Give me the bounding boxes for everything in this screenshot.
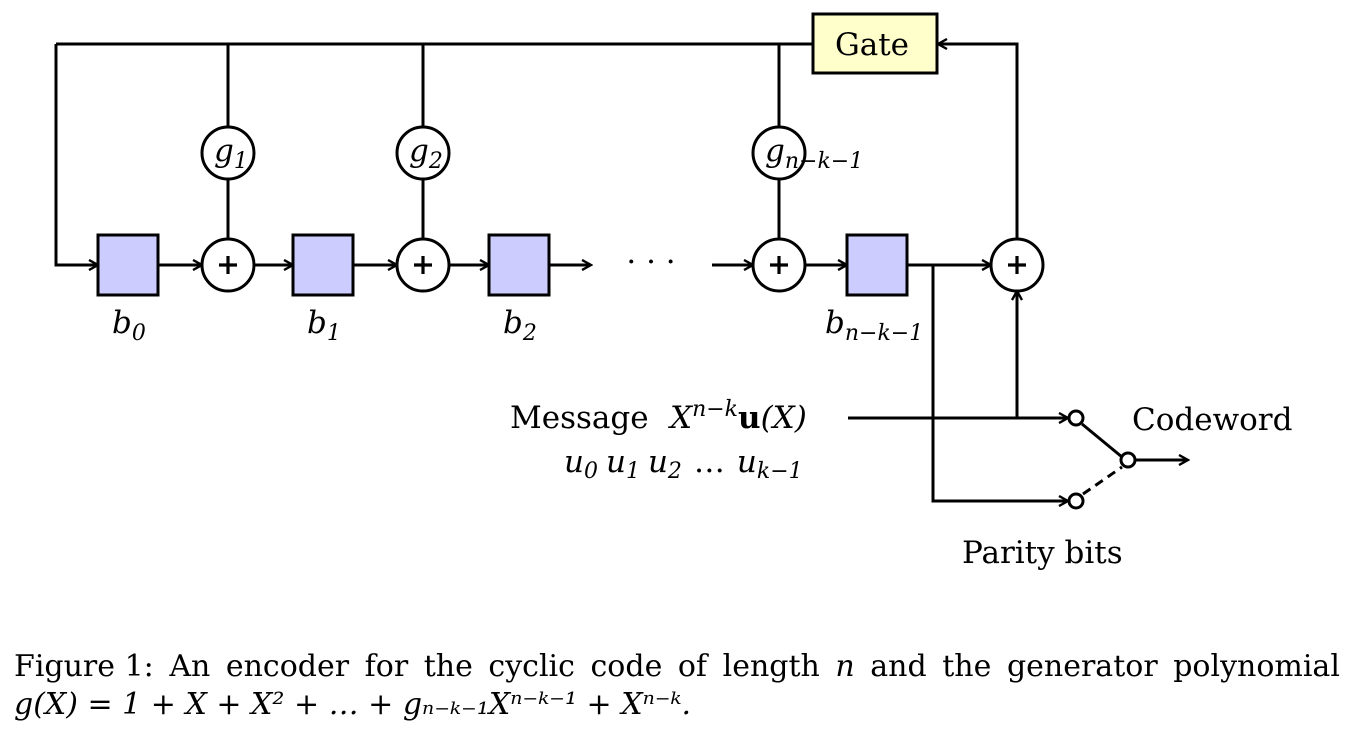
gate-label: Gate — [835, 27, 909, 63]
caption-word: and — [870, 649, 927, 684]
caption-word: polynomial — [1173, 649, 1340, 684]
caption-word: the — [423, 649, 473, 684]
register-label-b1: b1 — [307, 305, 341, 346]
register-label-bnk1: bn−k−1 — [825, 305, 923, 346]
multiplier-gnk1 — [751, 125, 807, 181]
io-wires — [848, 265, 1188, 501]
adder-2 — [395, 237, 451, 293]
codeword-label: Codeword — [1132, 402, 1292, 438]
caption-word: cyclic — [488, 649, 575, 684]
caption-lead: Figure 1: — [14, 649, 154, 684]
switch-pivot — [1119, 451, 1137, 469]
register-b1 — [291, 233, 355, 297]
caption-word: generator — [1006, 649, 1158, 684]
chain-ellipsis: · · · — [626, 244, 675, 280]
adder-output — [989, 237, 1045, 293]
register-label-b0: b0 — [112, 305, 146, 346]
register-bnk1 — [845, 233, 909, 297]
caption-word: for — [364, 649, 409, 684]
gate-box — [811, 12, 939, 75]
caption-line-1: Figure 1: An encoder for the cyclic code… — [14, 648, 1340, 686]
caption-word: length — [722, 649, 820, 684]
caption-word: the — [942, 649, 992, 684]
switch-contact-message — [1067, 409, 1085, 427]
message-polynomial: Xn−ku(X) — [668, 397, 807, 436]
caption-word: of — [677, 649, 708, 684]
caption-word: encoder — [225, 649, 350, 684]
caption-line-2: g(X) = 1 + X + X² + … + gₙ₋ₖ₋₁Xⁿ⁻ᵏ⁻¹ + X… — [14, 687, 692, 722]
switch-contact-parity — [1067, 492, 1085, 510]
feedback-wires — [54, 44, 1019, 265]
caption-word: n — [835, 649, 855, 684]
register-b2 — [487, 233, 551, 297]
multiplier-g1 — [200, 125, 256, 181]
parity-bits-label: Parity bits — [962, 535, 1123, 571]
caption-word: code — [590, 649, 663, 684]
adder-3 — [751, 237, 807, 293]
caption-word: An — [169, 649, 211, 684]
register-b0 — [96, 233, 160, 297]
multiplier-g2 — [395, 125, 451, 181]
register-label-b2: b2 — [503, 305, 537, 346]
coef-g1-label: g1 — [214, 133, 248, 174]
coef-g2-label: g2 — [409, 133, 443, 174]
figure-caption: Figure 1: An encoder for the cyclic code… — [14, 648, 1340, 724]
coef-gnk1-label: gn−k−1 — [765, 133, 863, 174]
message-label: Message — [510, 400, 649, 436]
adder-1 — [200, 237, 256, 293]
